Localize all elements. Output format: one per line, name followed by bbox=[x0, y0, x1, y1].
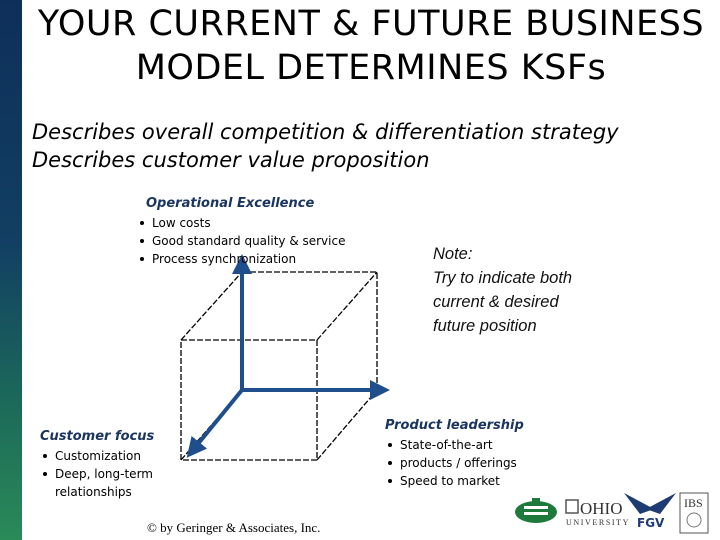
cube-front-face bbox=[180, 339, 318, 461]
ibs-logo: IBS bbox=[679, 492, 709, 534]
green-emblem-logo bbox=[515, 498, 557, 523]
fgv-logo: FGV bbox=[624, 493, 676, 530]
note-line-1: Note: bbox=[433, 245, 473, 263]
slide-title: YOUR CURRENT & FUTURE BUSINESS MODEL DET… bbox=[22, 2, 720, 90]
cube-edge-top-right bbox=[316, 271, 378, 341]
ohio-sub: UNIVERSITY bbox=[566, 518, 630, 527]
arrow-customer-focus bbox=[186, 388, 244, 458]
operational-excellence-list: Low costs Good standard quality & servic… bbox=[137, 214, 345, 268]
subtitle-line-1: Describes overall competition & differen… bbox=[32, 120, 619, 144]
title-line-2: MODEL DETERMINES KSFs bbox=[135, 48, 607, 88]
note-line-4: future position bbox=[433, 317, 537, 335]
product-leadership-list: State-of-the-art products / offerings Sp… bbox=[385, 436, 517, 490]
list-item: Speed to market bbox=[385, 472, 517, 490]
list-item: Low costs bbox=[137, 214, 345, 232]
list-item: State-of-the-art bbox=[385, 436, 517, 454]
note-line-3: current & desired bbox=[433, 293, 559, 311]
ibs-word: IBS bbox=[684, 496, 703, 510]
ohio-word: OHIO bbox=[580, 499, 623, 518]
copyright-text: © by Geringer & Associates, Inc. bbox=[147, 520, 321, 535]
title-line-1: YOUR CURRENT & FUTURE BUSINESS bbox=[37, 4, 705, 44]
list-item: products / offerings bbox=[385, 454, 517, 472]
customer-focus-list: Customization Deep, long-term relationsh… bbox=[40, 447, 153, 501]
cube-edge-top-left bbox=[180, 271, 243, 341]
fgv-word: FGV bbox=[637, 516, 665, 530]
subtitle-line-2: Describes customer value proposition bbox=[32, 148, 430, 172]
list-item: Customization bbox=[40, 447, 153, 465]
left-accent-bar bbox=[0, 0, 22, 540]
ohio-university-logo: OHIO UNIVERSITY bbox=[565, 499, 630, 527]
subtitle: Describes overall competition & differen… bbox=[32, 118, 619, 174]
operational-excellence-heading: Operational Excellence bbox=[146, 196, 315, 211]
customer-focus-heading: Customer focus bbox=[40, 429, 155, 444]
list-item: relationships bbox=[55, 485, 132, 499]
note-line-2: Try to indicate both bbox=[433, 269, 573, 287]
product-leadership-heading: Product leadership bbox=[385, 418, 524, 433]
list-item: Good standard quality & service bbox=[137, 232, 345, 250]
list-item: Process synchronization bbox=[137, 250, 345, 268]
list-item: Deep, long-term bbox=[40, 465, 153, 483]
cube-edge-bottom-right bbox=[316, 389, 378, 461]
note-box: Note: Try to indicate both current & des… bbox=[433, 242, 572, 338]
